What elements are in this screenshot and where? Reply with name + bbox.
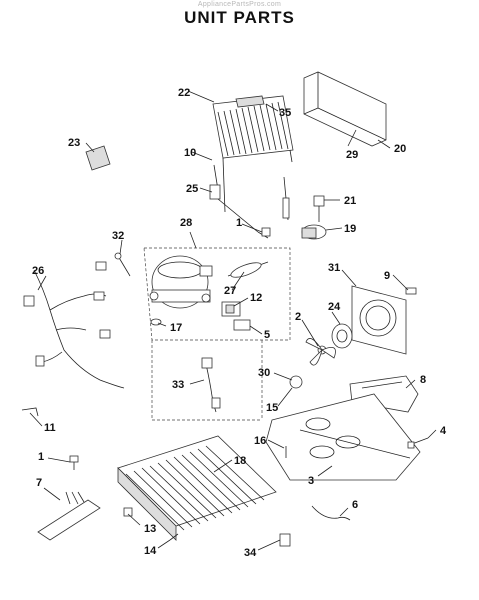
callout-2: 2 [295,311,301,323]
callout-1-lower: 1 [38,451,44,463]
screw-part-4[interactable] [407,437,429,449]
callout-20: 20 [394,143,406,155]
fan-blade[interactable] [305,338,336,366]
wire-part-6[interactable] [311,505,351,521]
callout-18: 18 [234,455,246,467]
callout-5: 5 [264,329,270,341]
callout-23: 23 [68,137,80,149]
grommet-part-17[interactable] [150,318,162,326]
callout-6: 6 [352,499,358,511]
callout-3: 3 [308,475,314,487]
callout-29: 29 [346,149,358,161]
tube-part-33[interactable] [201,357,221,413]
bracket-part-7[interactable] [37,491,101,541]
callout-10: 10 [184,147,196,159]
callout-13: 13 [144,523,156,535]
wire-harness[interactable] [23,261,125,389]
drain-pan-heater[interactable] [117,435,277,541]
screw-part-9[interactable] [405,287,417,295]
callout-32: 32 [112,230,124,242]
fan-motor[interactable] [331,323,353,349]
valve-part-21[interactable] [313,195,325,222]
callout-12: 12 [250,292,262,304]
wire-part-11[interactable] [21,407,39,417]
callout-27: 27 [224,285,236,297]
callout-24: 24 [328,301,341,313]
fan-shroud[interactable] [351,285,407,355]
air-duct[interactable] [303,71,387,147]
screw-part-14[interactable] [169,533,179,541]
callout-21: 21 [344,195,356,207]
callout-34: 34 [244,547,257,559]
base-pan[interactable] [265,393,421,481]
callout-31: 31 [328,262,340,274]
callout-33: 33 [172,379,184,391]
clip-part-13[interactable] [123,507,133,517]
pin-part-32[interactable] [114,252,131,277]
callout-14: 14 [144,545,157,557]
drier-part-27[interactable] [227,260,269,280]
callout-28: 28 [180,217,192,229]
callout-22: 22 [178,87,190,99]
callout-9: 9 [384,270,390,282]
callout-25: 25 [186,183,198,195]
sensor-part-34[interactable] [279,533,291,547]
callout-30: 30 [258,367,270,379]
condenser[interactable] [212,95,294,213]
overload-part-5[interactable] [233,319,251,331]
callout-4: 4 [440,425,447,437]
screw-part-1-lower[interactable] [69,455,79,470]
clamp-part-19[interactable] [301,224,327,240]
compressor-assembly-box [143,247,291,421]
leader-lines [29,90,437,551]
grommet-part-30[interactable] [289,375,303,389]
watermark: AppliancePartsPros.com [197,1,282,8]
callout-labels: 22 35 10 23 25 1 29 20 21 19 28 32 26 27… [32,87,447,559]
callout-7: 7 [36,477,42,489]
callout-35: 35 [279,107,291,119]
callout-15: 15 [266,402,278,414]
compressor[interactable] [149,255,213,309]
callout-17: 17 [170,322,182,334]
callout-11: 11 [44,422,56,434]
pad-part-23[interactable] [85,145,111,171]
callout-1-upper: 1 [236,217,242,229]
callout-26: 26 [32,265,44,277]
callout-16: 16 [254,435,266,447]
callout-19: 19 [344,223,356,235]
callout-8: 8 [420,374,426,386]
diagram-title: UNIT PARTS [184,8,295,27]
